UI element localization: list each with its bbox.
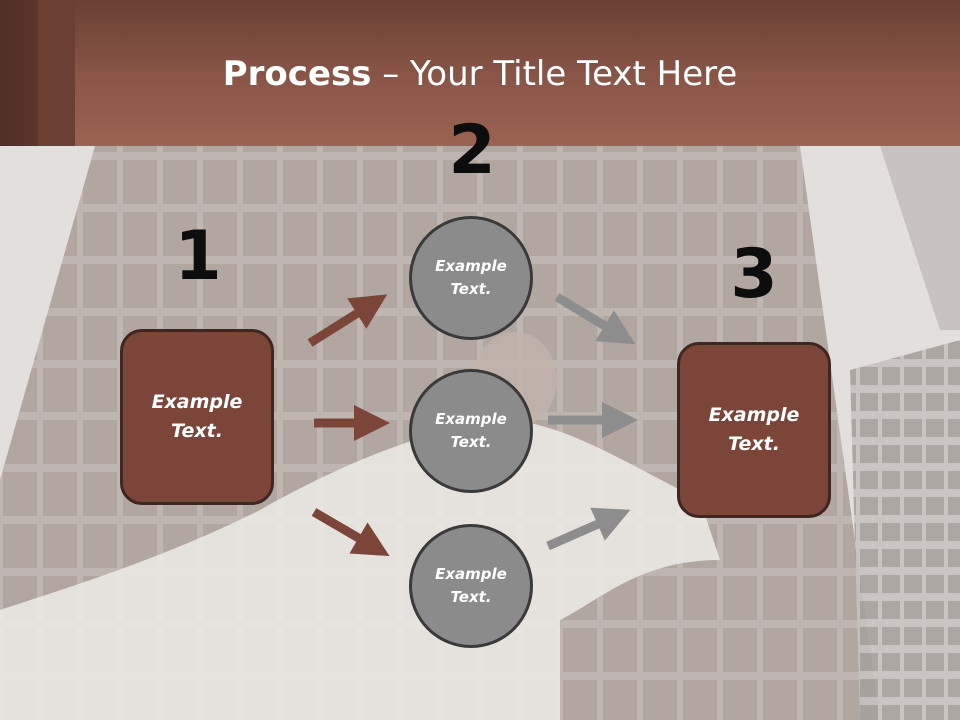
arrow-1-to-bottom <box>311 508 390 557</box>
step-3-line-2: Text. <box>728 433 780 455</box>
arrow-bottom-to-3 <box>546 507 631 551</box>
step-2-circle-bottom: Example Text. <box>409 524 533 648</box>
step-1-line-1: Example <box>151 391 243 413</box>
circle-top-line-2: Text. <box>450 280 492 298</box>
step-1-box: Example Text. <box>120 329 274 505</box>
title-rest: – Your Title Text Here <box>371 54 738 94</box>
title-bar-accent <box>0 0 75 146</box>
step-number-1: 1 <box>174 217 222 296</box>
circle-top-line-1: Example <box>435 257 507 275</box>
circle-middle-line-2: Text. <box>450 433 492 451</box>
arrow-1-to-top <box>307 294 388 347</box>
slide-title: Process – Your Title Text Here <box>0 52 960 96</box>
arrow-top-to-3 <box>554 293 636 345</box>
step-3-line-1: Example <box>708 404 800 426</box>
title-bold: Process <box>222 54 372 94</box>
circle-bottom-line-2: Text. <box>450 588 492 606</box>
circle-middle-line-1: Example <box>435 410 507 428</box>
circle-bottom-line-1: Example <box>435 565 507 583</box>
step-number-3: 3 <box>730 235 778 314</box>
step-3-box: Example Text. <box>677 342 831 518</box>
step-1-line-2: Text. <box>171 420 223 442</box>
step-2-circle-top: Example Text. <box>409 216 533 340</box>
step-number-2: 2 <box>448 111 496 190</box>
step-2-circle-middle: Example Text. <box>409 369 533 493</box>
title-bar <box>0 0 960 146</box>
